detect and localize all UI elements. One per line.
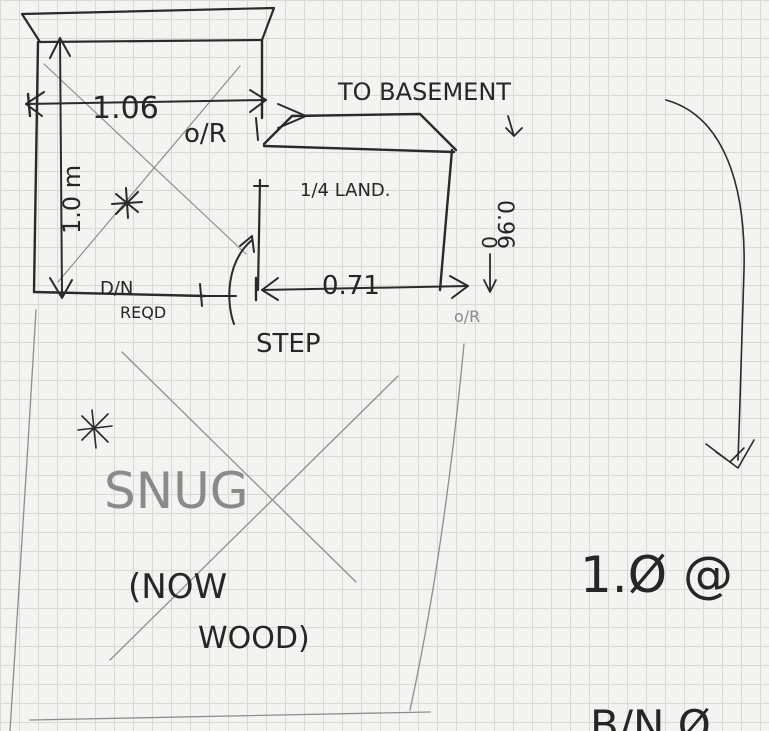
now-wood-label-2: WOOD): [198, 621, 310, 656]
bottom-note-label: B/N Ø: [590, 701, 711, 731]
landing-width-arrow: [254, 275, 469, 302]
width-dimension-arrow: [25, 89, 267, 118]
dn-reqd-label-1: D/N: [100, 278, 133, 299]
landing-width-label: 0.71: [322, 271, 380, 301]
to-basement-label: TO BASEMENT: [337, 78, 511, 106]
snug-label: SNUG: [104, 462, 248, 520]
cupboard-outline: [20, 6, 276, 298]
cupboard-cross: [43, 63, 247, 283]
to-basement-arrow: [665, 99, 755, 469]
width-dimension-label: 1.06: [92, 91, 159, 126]
step-marker: [199, 235, 255, 325]
snug-outline: [9, 309, 465, 731]
height-dimension-arrow: [49, 37, 73, 299]
right-dimension-sub-label: 0: [477, 236, 501, 249]
or-top-label: o/R: [184, 119, 227, 149]
or-bottom-label: o/R: [454, 307, 480, 326]
height-dimension-label: 1.0 m: [58, 165, 86, 234]
landing-outline: [262, 103, 458, 292]
landing-label: 1/4 LAND.: [300, 180, 391, 201]
dn-reqd-label-2: REQD: [120, 303, 166, 322]
step-label: STEP: [256, 329, 321, 359]
right-dimension-label: 0.96: [492, 200, 517, 249]
asterisk-marks: [77, 187, 143, 449]
right-dimension-arrows: [483, 115, 523, 293]
now-wood-label-1: (NOW: [128, 567, 227, 607]
right-note-label: 1.Ø @: [580, 546, 733, 604]
